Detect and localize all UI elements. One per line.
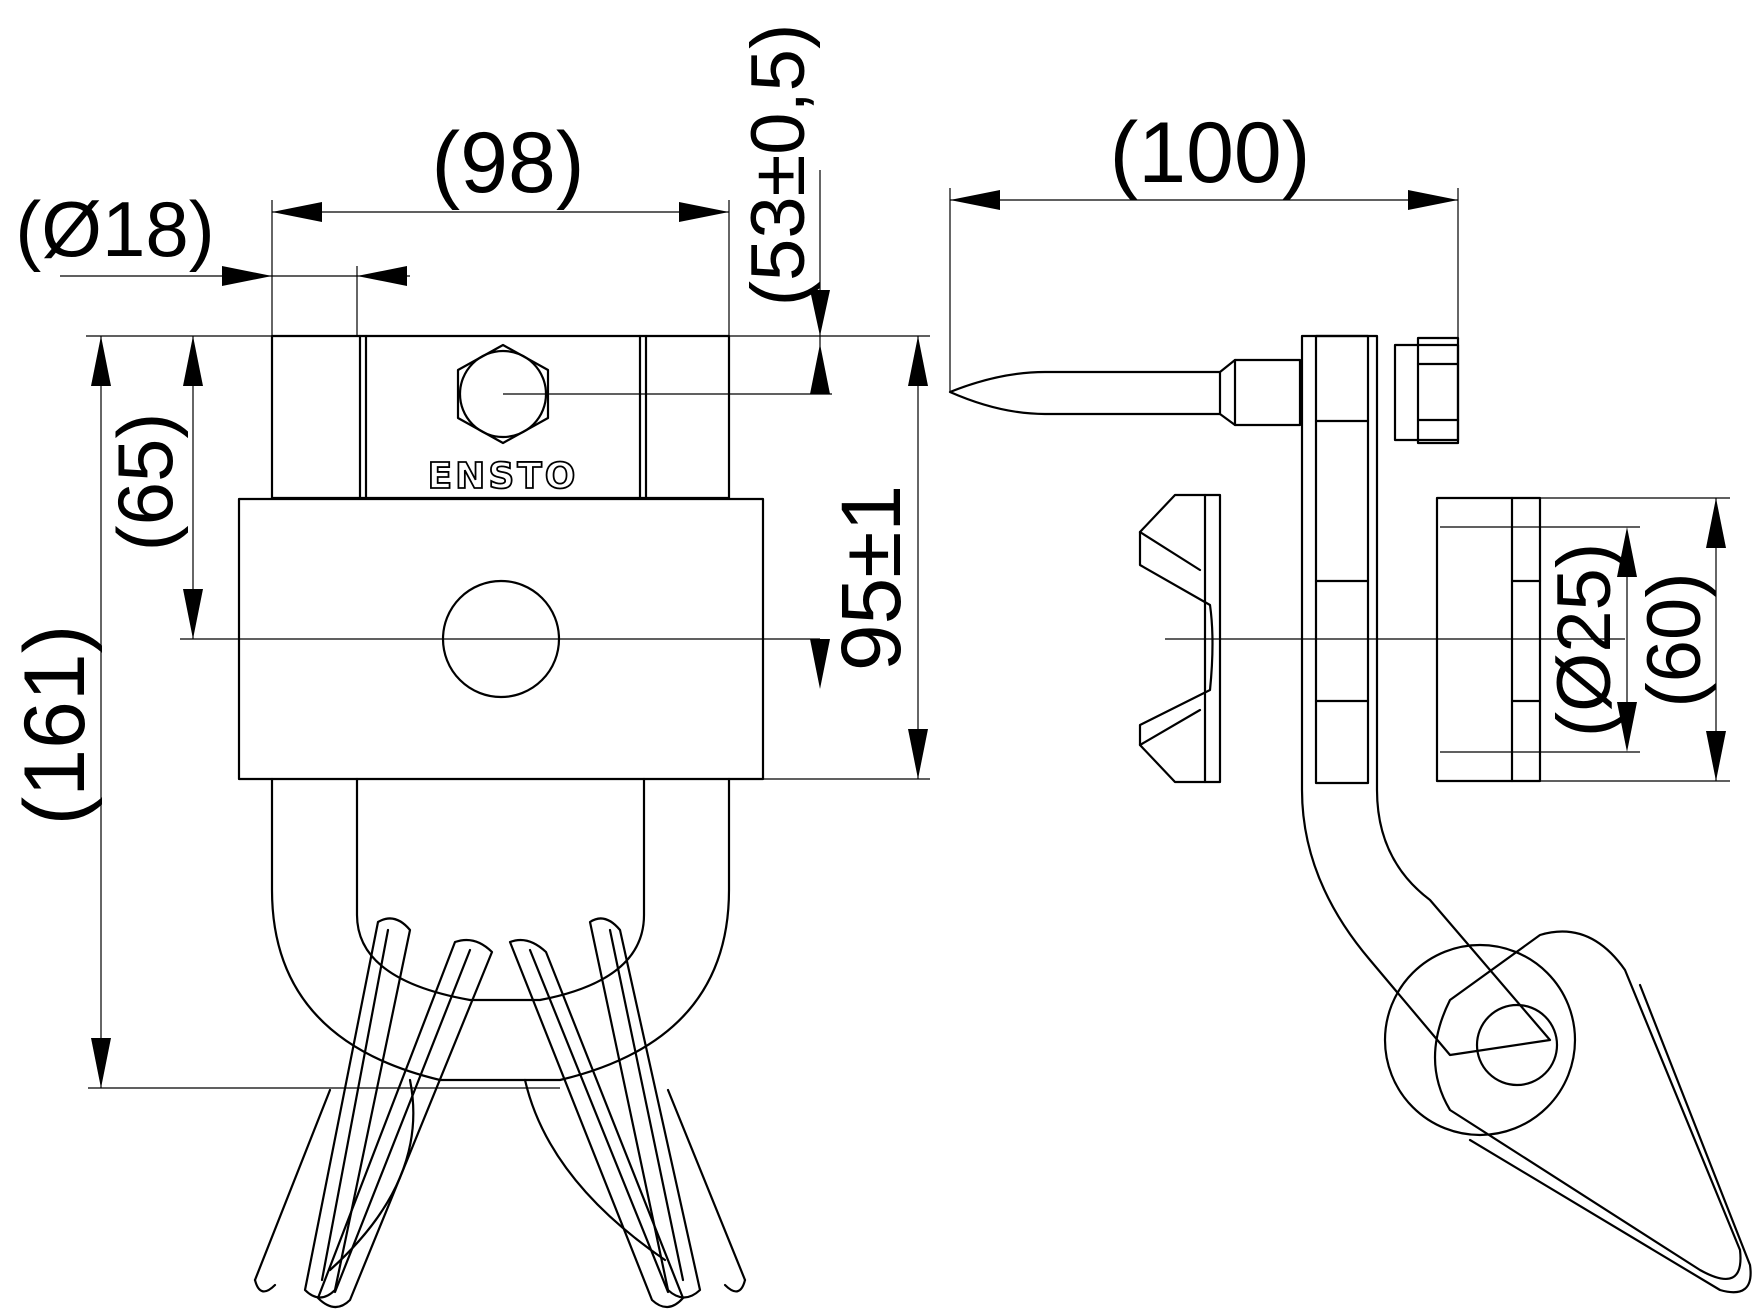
clamp-arm xyxy=(1300,334,1552,1057)
contact-fingers xyxy=(253,917,747,1309)
side-dimensions xyxy=(949,188,1730,782)
dim-mid-height: (65) xyxy=(101,413,189,552)
dim-clamp-height: 95±1 xyxy=(824,485,918,671)
dim-bolt-diameter: (Ø18) xyxy=(15,185,214,273)
dim-bolt-offset: (53±0,5) xyxy=(736,24,821,307)
side-view: (100) (Ø25) (60) xyxy=(948,105,1752,1294)
dim-total-height: (161) xyxy=(7,625,103,826)
pivot-pin xyxy=(1475,1003,1559,1087)
pulley-tongue xyxy=(1383,930,1752,1294)
piercing-bolt xyxy=(948,358,1302,427)
front-view: ENSTO xyxy=(7,24,930,1309)
hex-nut-icon xyxy=(456,343,550,445)
brand-logo: ENSTO xyxy=(428,456,579,497)
u-frame xyxy=(270,777,731,1082)
bolt-nut xyxy=(1393,336,1460,445)
front-dimensions xyxy=(60,170,930,1089)
dim-jaw-height: (60) xyxy=(1632,572,1717,707)
dim-length: (100) xyxy=(1110,105,1311,201)
dim-conductor-diameter: (Ø25) xyxy=(1542,543,1627,737)
dim-width: (98) xyxy=(432,115,585,211)
